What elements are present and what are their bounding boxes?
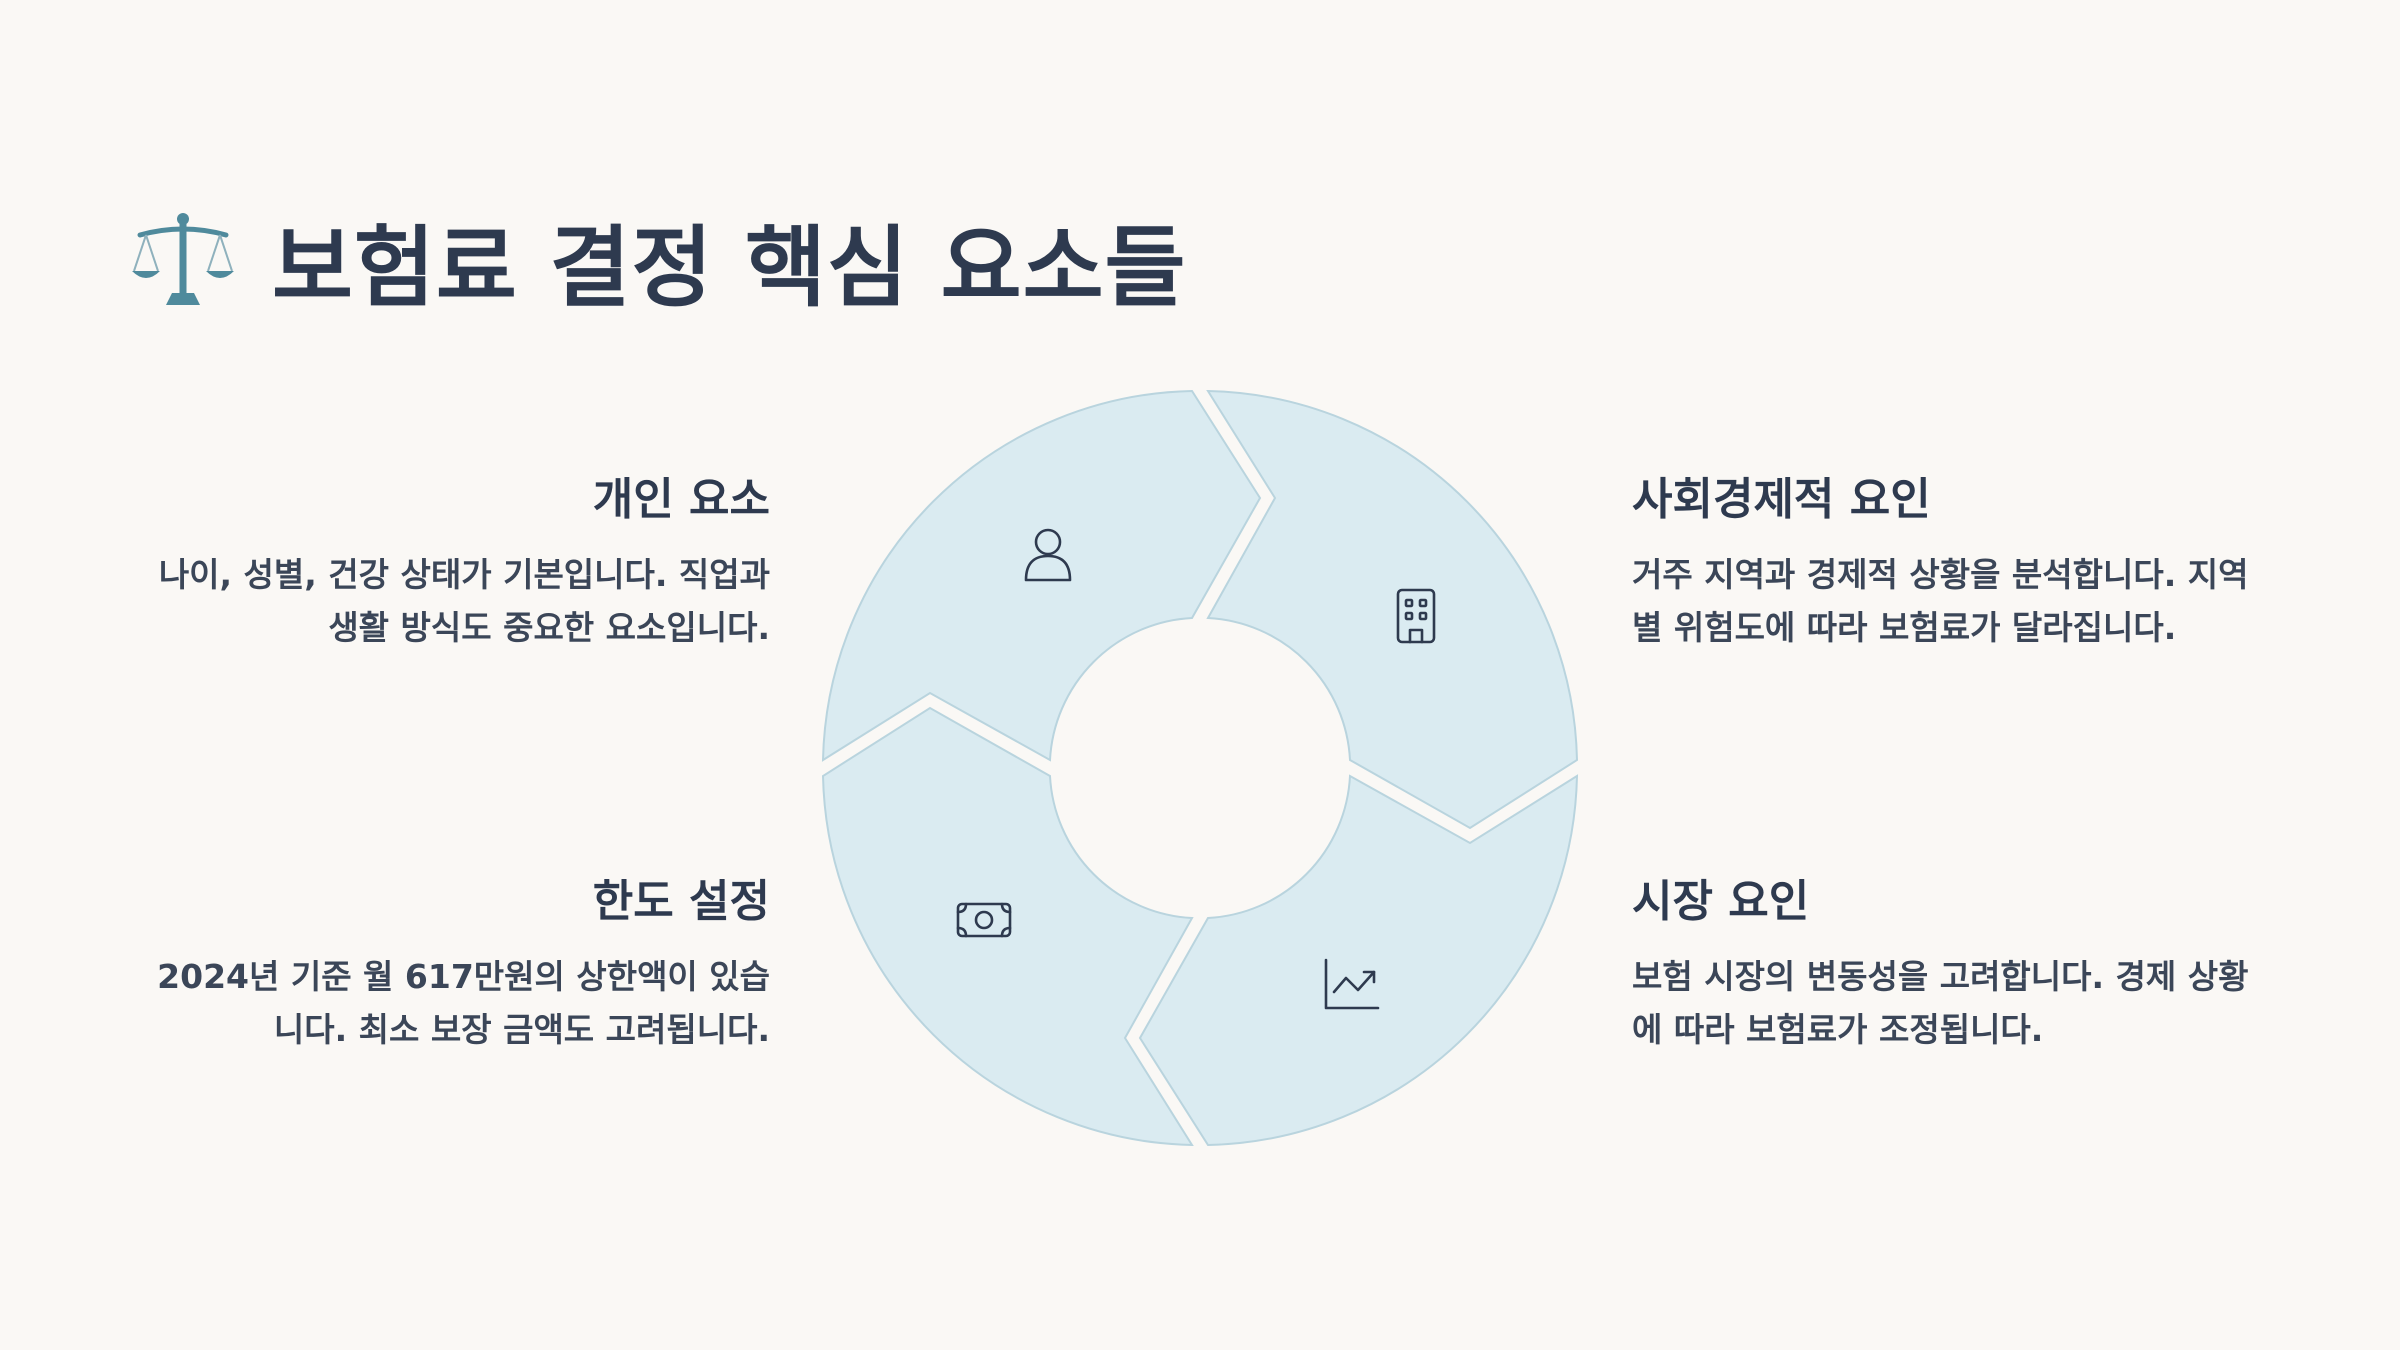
balance-scale-icon	[132, 213, 234, 305]
factor-limit-title: 한도 설정	[592, 876, 770, 927]
banknote-icon	[956, 902, 1012, 938]
cycle-segment-social	[1206, 389, 1579, 830]
factor-personal-title: 개인 요소	[592, 474, 770, 525]
person-icon	[1024, 528, 1072, 582]
cycle-segment-personal	[821, 389, 1262, 762]
title-row: 보험료 결정 핵심 요소들	[128, 200, 1187, 320]
cycle-diagram	[821, 389, 1579, 1147]
factor-market-title: 시장 요인	[1632, 876, 1810, 927]
factor-limit-description: 2024년 기준 월 617만원의 상한액이 있습니다. 최소 보장 금액도 고…	[157, 957, 770, 1049]
factor-market: 시장 요인 보험 시장의 변동성을 고려합니다. 경제 상황에 따라 보험료가 …	[1632, 872, 2272, 1056]
page-title: 보험료 결정 핵심 요소들	[272, 215, 1187, 319]
factor-social: 사회경제적 요인 거주 지역과 경제적 상황을 분석합니다. 지역별 위험도에 …	[1632, 470, 2272, 654]
building-icon	[1396, 588, 1436, 644]
factor-market-description: 보험 시장의 변동성을 고려합니다. 경제 상황에 따라 보험료가 조정됩니다.	[1632, 957, 2249, 1049]
factor-social-title: 사회경제적 요인	[1632, 474, 1931, 525]
factor-personal-description: 나이, 성별, 건강 상태가 기본입니다. 직업과 생활 방식도 중요한 요소입…	[158, 555, 770, 647]
trend-chart-icon	[1324, 958, 1380, 1010]
cycle-segment-market	[1138, 774, 1579, 1147]
factor-limit: 한도 설정 2024년 기준 월 617만원의 상한액이 있습니다. 최소 보장…	[130, 872, 770, 1056]
factor-social-description: 거주 지역과 경제적 상황을 분석합니다. 지역별 위험도에 따라 보험료가 달…	[1632, 555, 2249, 647]
cycle-segment-limit	[821, 706, 1194, 1147]
factor-personal: 개인 요소 나이, 성별, 건강 상태가 기본입니다. 직업과 생활 방식도 중…	[130, 470, 770, 654]
